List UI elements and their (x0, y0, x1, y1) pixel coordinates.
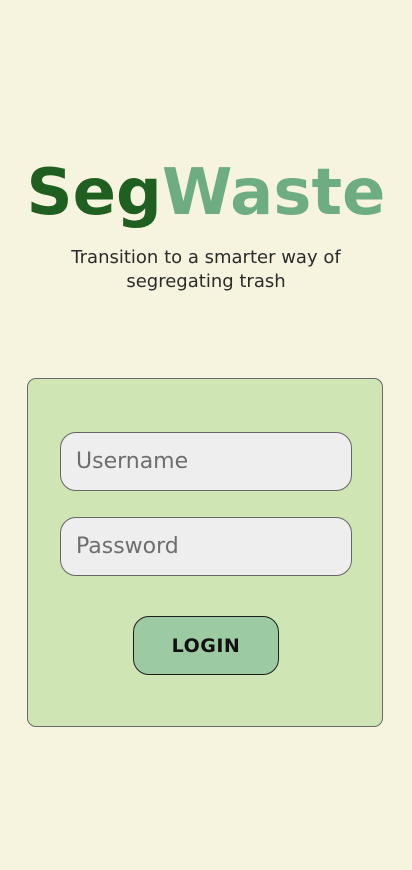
login-card: LOGIN (27, 378, 383, 727)
tagline-line-1: Transition to a smarter way of (71, 247, 341, 268)
username-input[interactable] (60, 432, 352, 491)
login-button[interactable]: LOGIN (133, 616, 279, 675)
logo-part-waste: Waste (161, 156, 386, 230)
tagline-line-2: segregating trash (126, 271, 286, 292)
app-logo-wordmark: SegWaste (0, 153, 412, 233)
logo-part-seg: Seg (26, 156, 162, 230)
tagline: Transition to a smarter way of segregati… (56, 246, 356, 294)
password-input[interactable] (60, 517, 352, 576)
